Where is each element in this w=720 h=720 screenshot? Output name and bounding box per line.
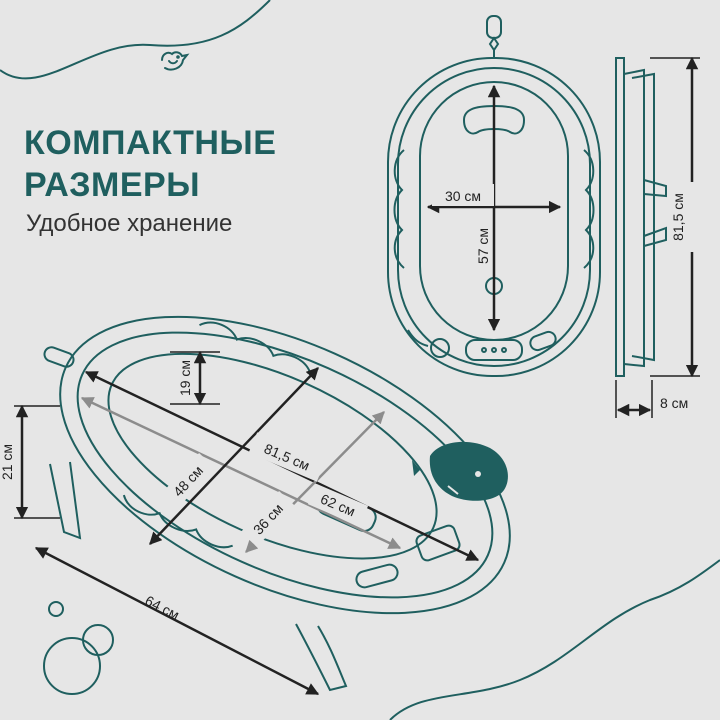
label-side-length: 81,5 см xyxy=(670,193,686,241)
heading: КОМПАКТНЫЕ РАЗМЕРЫ xyxy=(24,122,276,206)
label-iso-height: 21 см xyxy=(0,444,15,480)
arrow-iso-inner-length xyxy=(80,396,402,550)
bird-icon xyxy=(161,51,190,71)
whale-icon xyxy=(412,441,508,501)
bubbles-icon xyxy=(43,601,114,695)
heading-line-2: РАЗМЕРЫ xyxy=(24,166,201,204)
wave-top-decoration xyxy=(0,0,271,80)
arrow-iso-width xyxy=(149,367,319,545)
label-top-width: 30 см xyxy=(445,188,481,204)
label-iso-base: 64 см xyxy=(143,592,182,623)
subtitle: Удобное хранение xyxy=(26,210,233,237)
wave-bottom-decoration xyxy=(389,559,720,720)
label-iso-depth: 19 см xyxy=(177,360,193,396)
label-top-length: 57 см xyxy=(475,228,491,264)
label-side-depth: 8 см xyxy=(660,395,688,411)
arrow-iso-base xyxy=(34,546,320,696)
tub-side-view xyxy=(615,57,667,377)
heading-line-1: КОМПАКТНЫЕ xyxy=(24,124,277,162)
